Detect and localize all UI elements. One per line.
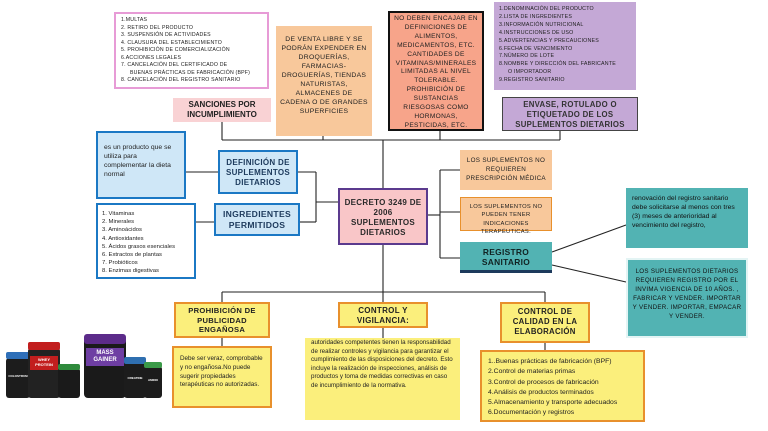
list-item: 2.LISTA DE INGREDIENTES xyxy=(499,13,573,20)
definicion-text-box: es un producto que se utiliza para compl… xyxy=(96,131,186,199)
definicion-title: DEFINICIÓN DE SUPLEMENTOS DIETARIOS xyxy=(218,150,298,194)
ingredientes-title: INGREDIENTES PERMITIDOS xyxy=(214,203,300,236)
list-item: 2.Control de materias primas xyxy=(488,368,576,376)
list-item: 1..Buenas prácticas de fabricación (BPF) xyxy=(488,358,612,365)
list-item: 2. Minerales xyxy=(102,219,135,226)
publicidad-title: PROHIBICIÓN DE PUBLICIDAD ENGAÑOSA xyxy=(174,302,270,338)
jar-colostrum: COLOSTRUM xyxy=(6,352,30,398)
no-terapeuticas-box: LOS SUPLEMENTOS NO PUEDEN TENER INDICACI… xyxy=(460,197,552,235)
list-item: 3.INFORMACIÓN NUTRICIONAL xyxy=(499,21,584,28)
registro-title: REGISTRO SANITARIO xyxy=(460,242,552,273)
control-title: CONTROL Y VIGILANCIA: xyxy=(338,302,428,328)
envase-title: ENVASE, ROTULADO O ETIQUETADO DE LOS SUP… xyxy=(502,97,638,131)
jar-label: WHEY PROTEIN xyxy=(35,357,53,367)
list-item: 7.NÚMERO DE LOTE xyxy=(499,53,555,60)
list-item: 4. CLAUSURA DEL ESTABLECIMIENTO xyxy=(121,39,222,46)
list-item: O IMPORTADOR xyxy=(508,69,552,76)
list-item: 1. Vitaminas xyxy=(102,211,135,217)
list-item: 3.Control de procesos de fabricación xyxy=(488,378,599,386)
control-text-box: autoridades competentes tienen la respon… xyxy=(305,338,460,420)
jar-whey: WHEY PROTEIN xyxy=(28,342,60,398)
list-item: 7. Probióticos xyxy=(102,260,138,267)
jar-label: MASS GAINER xyxy=(93,350,117,363)
list-item: 2. RETIRO DEL PRODUCTO xyxy=(121,24,194,31)
list-item: 4.Análisis de productos terminados xyxy=(488,388,594,396)
list-item: 8.NOMBRE Y DIRECCIÓN DEL FABRICANTE xyxy=(499,61,616,68)
list-item: 4.INSTRUCCIONES DE USO xyxy=(499,29,574,36)
jar-label: CREATINE xyxy=(127,376,143,380)
list-item: 3. SUSPENSIÓN DE ACTIVIDADES xyxy=(121,32,211,38)
registro-renovacion-box: renovación del registro sanitario debe s… xyxy=(626,188,748,248)
list-item: 6.Documentación y registros xyxy=(488,409,575,417)
jar-mass-gainer: MASS GAINER xyxy=(84,334,126,398)
list-item: 5. Ácidos grasos esenciales xyxy=(102,243,176,250)
jar-label: AMINO xyxy=(148,378,158,382)
list-item: 8. Enzimas digestivas xyxy=(102,268,159,275)
list-item: 9.REGISTRO SANITARIO xyxy=(499,77,565,84)
supplement-jars-image: COLOSTRUM WHEY PROTEIN MASS GAINER CREAT… xyxy=(6,334,164,402)
calidad-list-box: 1..Buenas prácticas de fabricación (BPF)… xyxy=(480,350,645,422)
ingredientes-list-box: 1. Vitaminas 2. Minerales 3. Aminoácidos… xyxy=(96,203,196,279)
jar-amino: AMINO xyxy=(144,362,162,398)
list-item: 8. CANCELACIÓN DEL REGISTRO SANITARIO xyxy=(121,77,241,83)
list-item: 6.FECHA DE VENCIMIENTO xyxy=(499,45,573,52)
list-item: 5.ADVERTENCIAS Y PRECAUCIONES xyxy=(499,37,599,44)
list-item: 6. Extractos de plantas xyxy=(102,252,162,259)
sanciones-list: 1.MULTAS 2. RETIRO DEL PRODUCTO 3. SUSPE… xyxy=(121,17,250,85)
venta-libre-box: DE VENTA LIBRE Y SE PODRÁN EXPENDER EN D… xyxy=(276,26,372,136)
publicidad-text-box: Debe ser veraz, comprobable y no engaños… xyxy=(172,346,272,408)
list-item: BUENAS PRÁCTICAS DE FABRICACIÓN (BPF) xyxy=(130,69,251,76)
registro-vigencia-box: LOS SUPLEMENTOS DIETARIOS REQUIEREN REGI… xyxy=(626,258,748,338)
list-item: 4. Antioxidantes xyxy=(102,235,144,242)
sanciones-list-box: 1.MULTAS 2. RETIRO DEL PRODUCTO 3. SUSPE… xyxy=(114,12,269,89)
list-item: 5.Almacenamiento y transporte adecuados xyxy=(488,399,618,407)
no-prescripcion-box: LOS SUPLEMENTOS NO REQUIEREN PRESCRIPCIÓ… xyxy=(460,150,552,190)
jar-creatine: CREATINE xyxy=(124,357,146,398)
list-item: 5. PROHIBICIÓN DE COMERCIALIZACIÓN xyxy=(121,47,230,53)
sanciones-title: SANCIONES POR INCUMPLIMIENTO xyxy=(173,98,271,122)
ingredientes-list: 1. Vitaminas 2. Minerales 3. Aminoácidos… xyxy=(102,210,175,276)
jar-label: COLOSTRUM xyxy=(8,374,28,378)
list-item: 3. Aminoácidos xyxy=(102,227,142,234)
list-item: 1.DENOMINACIÓN DEL PRODUCTO xyxy=(499,6,594,12)
envase-list-box: 1.DENOMINACIÓN DEL PRODUCTO 2.LISTA DE I… xyxy=(494,2,636,90)
calidad-title: CONTROL DE CALIDAD EN LA ELABORACIÓN xyxy=(500,302,590,343)
list-item: 1.MULTAS xyxy=(121,17,148,23)
list-item: 6.ACCIONES LEGALES xyxy=(121,54,182,61)
no-encajar-box: NO DEBEN ENCAJAR EN DEFINICIONES DE ALIM… xyxy=(388,11,484,131)
calidad-list: 1..Buenas prácticas de fabricación (BPF)… xyxy=(488,357,617,419)
jar-small-green xyxy=(58,364,80,398)
central-decreto-box: DECRETO 3249 DE 2006 SUPLEMENTOS DIETARI… xyxy=(338,188,428,245)
envase-list: 1.DENOMINACIÓN DEL PRODUCTO 2.LISTA DE I… xyxy=(499,6,616,85)
list-item: 7. CANCELACIÓN DEL CERTIFICADO DE xyxy=(121,62,228,68)
